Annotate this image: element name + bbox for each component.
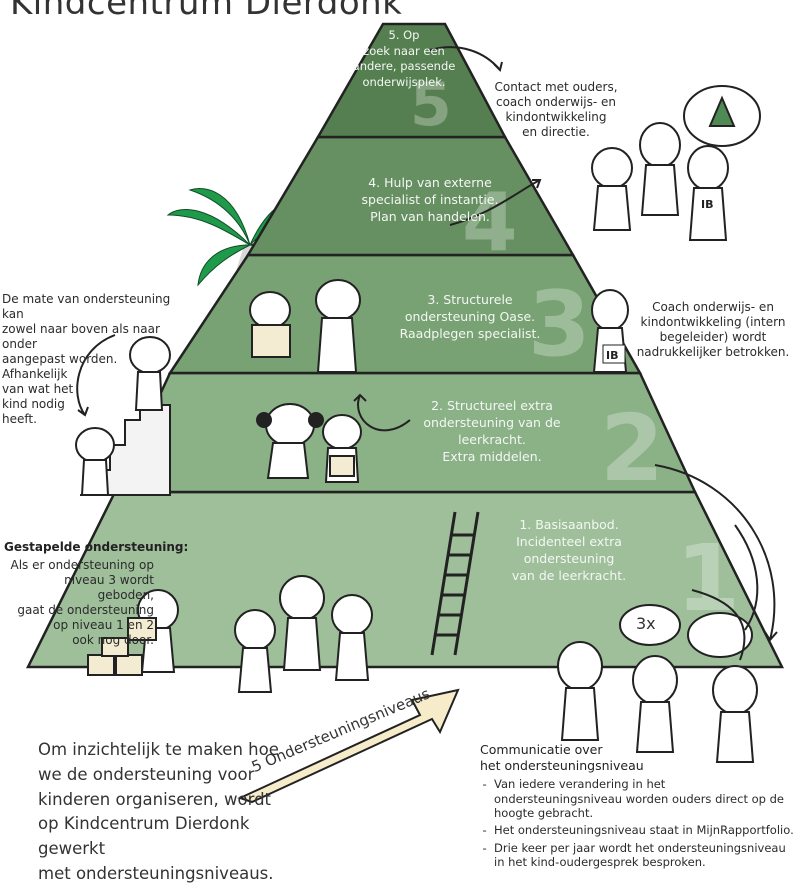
communication-block: Communicatie over het ondersteuningsnive… [480, 742, 795, 873]
figures [75, 122, 758, 763]
level-4-text: 4. Hulp van externe specialist of instan… [361, 175, 499, 224]
communication-title: Communicatie over het ondersteuningsnive… [480, 742, 644, 773]
intro-text: Om inzichtelijk te maken hoe we de onder… [38, 740, 279, 883]
ib-badge-text: IB [606, 349, 618, 362]
level-5-band [315, 22, 508, 139]
level-3-text: 3. Structurele ondersteuning Oase. Raadp… [399, 292, 541, 341]
communication-list: Van iedere verandering in het ondersteun… [480, 777, 795, 869]
communication-item: Drie keer per jaar wordt het ondersteuni… [494, 841, 795, 870]
communication-item: Van iedere verandering in het ondersteun… [494, 777, 795, 820]
level-5-numeral: 5 [410, 70, 452, 140]
level-2-text: 2. Structureel extra ondersteuning van d… [423, 398, 561, 464]
level-5-text: 5. Op zoek naar een andere, passende ond… [352, 28, 456, 89]
bubble-3x: 3x [636, 614, 656, 633]
level-4-numeral: 4 [462, 176, 518, 269]
level-2-numeral: 2 [600, 395, 664, 502]
gestapeld-body: Als er ondersteuning op niveau 3 wordt g… [10, 558, 154, 647]
big-arrow [237, 688, 460, 804]
mate-note: De mate van ondersteuning kan zowel naar… [2, 292, 171, 426]
contact-note: Contact met ouders, coach onderwijs- en … [494, 80, 618, 139]
communication-item: Het ondersteuningsniveau staat in MijnRa… [494, 823, 795, 837]
curved-arrows [76, 46, 778, 661]
ib-badge-text-2: IB [701, 198, 713, 211]
coach-note: Coach onderwijs- en kindontwikkeling (in… [636, 300, 790, 359]
stacked-boxes [87, 617, 157, 676]
level-3-numeral: 3 [528, 272, 591, 377]
page-title: Kindcentrum Dierdonk [10, 0, 403, 23]
level-1-text: 1. Basisaanbod. Incidenteel extra onders… [511, 517, 627, 583]
ladder [430, 511, 480, 656]
gestapeld-title: Gestapelde ondersteuning: [4, 540, 189, 554]
ib-badges: IB IB [602, 198, 713, 364]
speech-bubbles [619, 85, 761, 658]
